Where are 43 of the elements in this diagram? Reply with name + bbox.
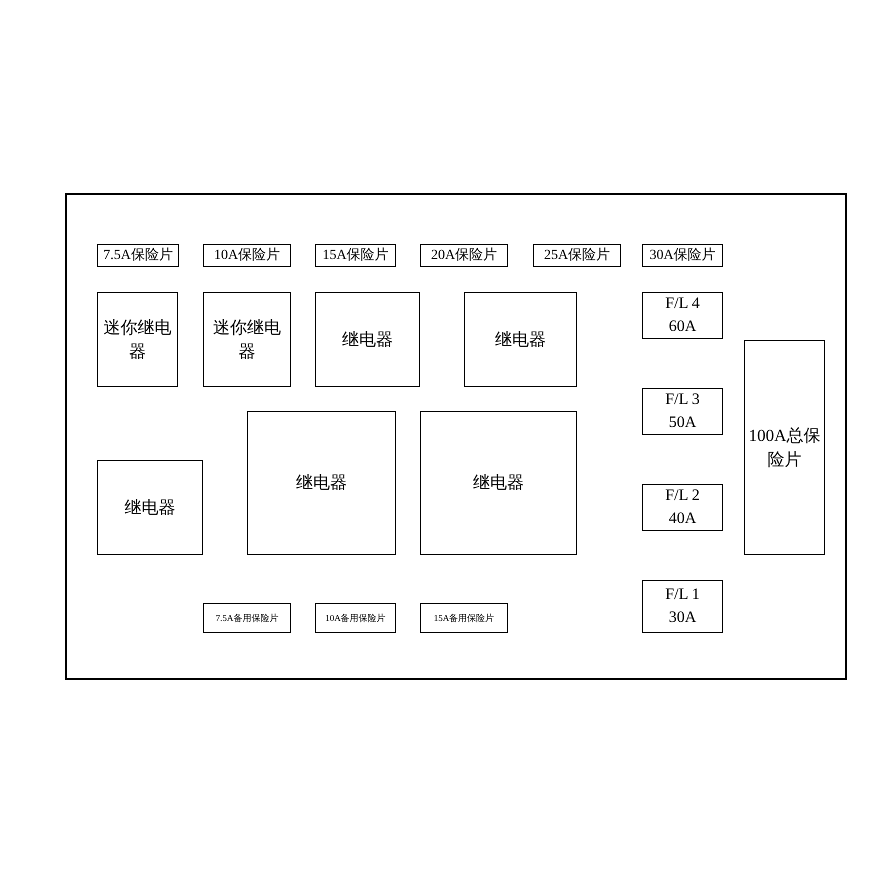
- slot-label: 7.5A保险片: [103, 246, 173, 265]
- relay-slot: [97, 460, 203, 555]
- relay-slot: [464, 292, 577, 387]
- slot-label: 15A备用保险片: [434, 612, 494, 624]
- main-fuse-slot: [744, 340, 825, 555]
- relay-slot: [420, 411, 577, 555]
- slot-label: 继电器: [495, 328, 546, 351]
- fusible-link-slot: [642, 484, 723, 531]
- fuse-slot: [97, 244, 179, 267]
- spare-fuse-slot: [420, 603, 508, 633]
- fuse-slot: [420, 244, 508, 267]
- slot-label: 10A保险片: [214, 246, 280, 265]
- slot-label: 继电器: [342, 328, 393, 351]
- fuse-slot: [203, 244, 291, 267]
- fuse-slot: [642, 244, 723, 267]
- spare-fuse-slot: [315, 603, 396, 633]
- slot-label: 7.5A备用保险片: [216, 612, 278, 624]
- spare-fuse-slot: [203, 603, 291, 633]
- slot-label: 25A保险片: [544, 246, 610, 265]
- slot-label: 继电器: [296, 472, 347, 494]
- slot-label: 迷你继电器: [102, 316, 172, 362]
- fusible-link-slot: [642, 292, 723, 339]
- slot-label: 20A保险片: [430, 246, 498, 265]
- slot-label: 10A备用保险片: [325, 612, 386, 624]
- relay-slot: [97, 292, 178, 387]
- slot-label: F/L 3 50A: [664, 390, 701, 432]
- slot-label: 继电器: [473, 472, 524, 494]
- slot-label: 15A保险片: [322, 246, 389, 265]
- slot-label: 100A总保险片: [748, 424, 822, 470]
- slot-label: 30A保险片: [649, 246, 716, 265]
- slot-label: 迷你继电器: [212, 316, 282, 362]
- fuse-box-frame: [65, 193, 847, 680]
- relay-slot: [247, 411, 396, 555]
- slot-label: F/L 4 60A: [664, 294, 701, 336]
- fusible-link-slot: [642, 580, 723, 633]
- fusible-link-slot: [642, 388, 723, 435]
- relay-slot: [315, 292, 420, 387]
- slot-label: F/L 2 40A: [664, 486, 701, 528]
- slot-label: F/L 1 30A: [664, 585, 701, 628]
- relay-slot: [203, 292, 291, 387]
- slot-label: 继电器: [124, 496, 176, 519]
- fuse-slot: [533, 244, 621, 267]
- fuse-slot: [315, 244, 396, 267]
